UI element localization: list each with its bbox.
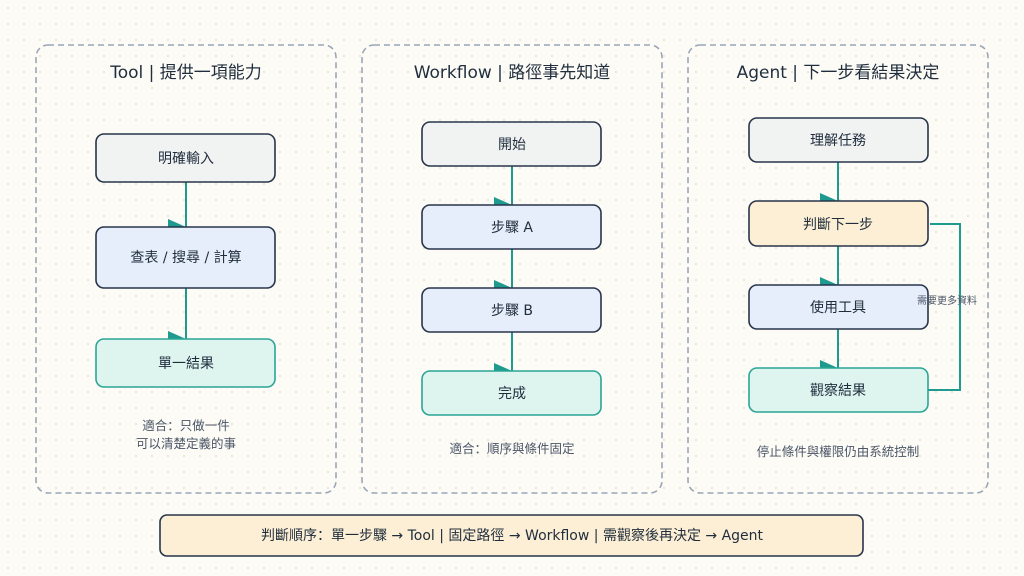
- workflow-node-done-label: 完成: [498, 386, 526, 402]
- tool-node-result: [95, 338, 276, 388]
- tool-panel: Tool | 提供一項能力 明確輸入 查表 / 搜尋 / 計算 單一結果 適合：…: [35, 44, 337, 494]
- decision-banner: 判斷順序：單一步驟 → Tool | 固定路徑 → Workflow | 需觀察…: [159, 514, 864, 557]
- agent-node-observe-label: 觀察結果: [810, 382, 866, 399]
- workflow-node-step-b-label: 步驟 B: [491, 303, 533, 319]
- tool-node-result-label: 單一結果: [158, 356, 214, 372]
- agent-panel-frame: [687, 44, 989, 494]
- tool-node-input-label: 明確輸入: [158, 151, 214, 167]
- agent-node-understand-label: 理解任務: [810, 133, 866, 149]
- workflow-panel-frame: [361, 44, 663, 494]
- agent-loop-label: 需要更多資料: [917, 294, 977, 307]
- tool-node-input: [95, 133, 276, 183]
- agent-panel: Agent | 下一步看結果決定 理解任務 判斷下一步 使用工具 觀察結果 需要…: [687, 44, 989, 494]
- workflow-panel: Workflow | 路徑事先知道 開始 步驟 A 步驟 B 完成 適合：順序與…: [361, 44, 663, 494]
- agent-node-decide-label: 判斷下一步: [803, 217, 873, 233]
- agent-node-understand: [748, 117, 929, 163]
- workflow-panel-title: Workflow | 路徑事先知道: [414, 63, 611, 83]
- workflow-node-start-label: 開始: [498, 137, 526, 153]
- workflow-node-done: [421, 370, 602, 416]
- workflow-node-step-a: [421, 204, 602, 250]
- workflow-node-start: [421, 121, 602, 167]
- agent-panel-title: Agent | 下一步看結果決定: [737, 63, 940, 83]
- tool-panel-frame: [35, 44, 337, 494]
- workflow-note-line-1: 適合：順序與條件固定: [449, 441, 574, 456]
- agent-node-observe: [748, 367, 929, 413]
- workflow-node-step-b: [421, 287, 602, 333]
- tool-note-line-1: 適合：只做一件: [142, 418, 230, 433]
- workflow-node-step-a-label: 步驟 A: [491, 220, 533, 236]
- agent-node-use-tool: [748, 284, 929, 330]
- tool-node-process-label: 查表 / 搜尋 / 計算: [130, 250, 241, 266]
- tool-panel-title: Tool | 提供一項能力: [109, 63, 262, 83]
- agent-node-use-tool-label: 使用工具: [810, 299, 866, 316]
- decision-banner-text: 判斷順序：單一步驟 → Tool | 固定路徑 → Workflow | 需觀察…: [261, 527, 764, 544]
- tool-note-line-2: 可以清楚定義的事: [136, 436, 236, 451]
- agent-node-decide: [748, 200, 929, 247]
- agent-note-line-1: 停止條件與權限仍由系統控制: [757, 444, 920, 459]
- decision-banner-box: [159, 514, 864, 557]
- agent-feedback-loop: [928, 223, 961, 391]
- tool-node-process: [95, 226, 276, 289]
